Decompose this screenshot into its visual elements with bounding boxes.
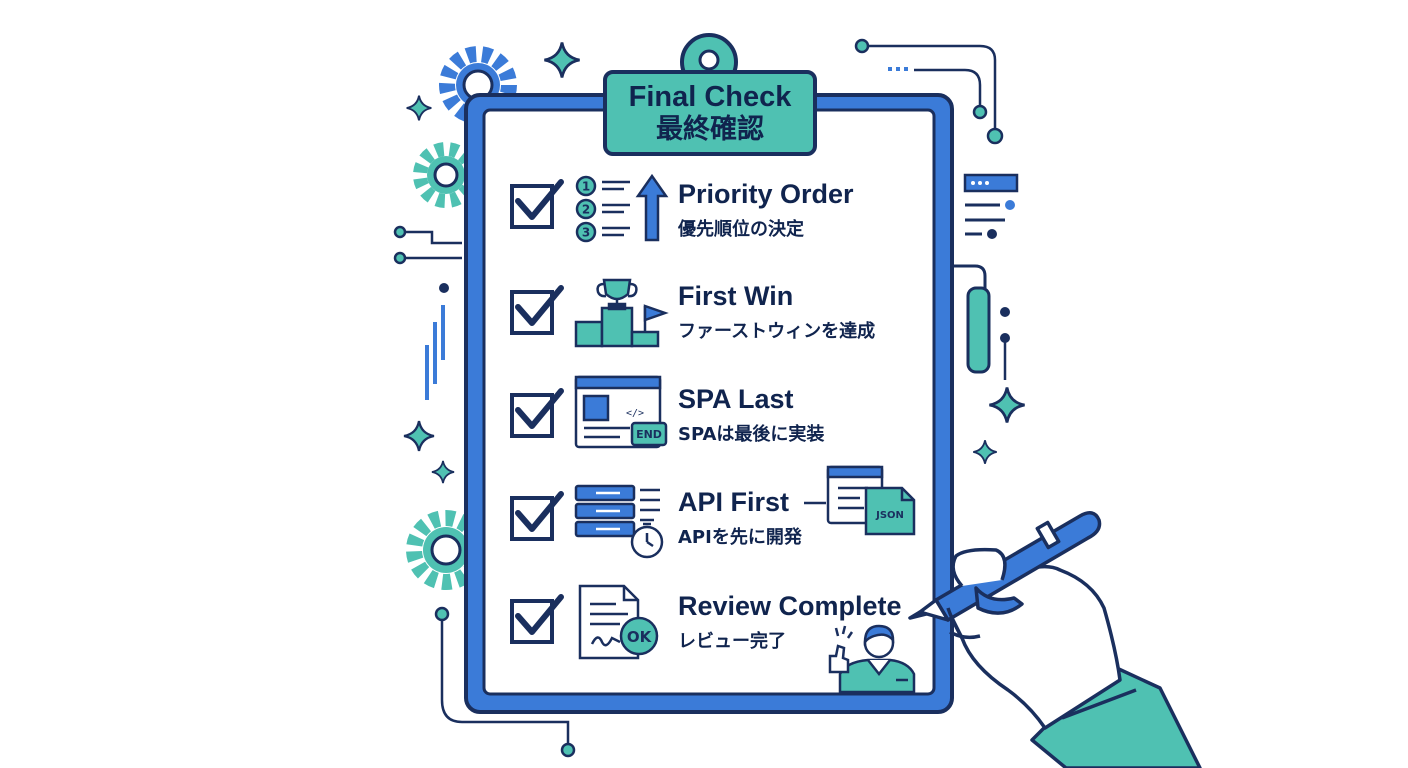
item-subtitle: SPAは最後に実装 — [678, 424, 825, 445]
circuit-dots — [393, 38, 1004, 758]
list-item: Review Complete レビュー完了 — [678, 591, 902, 653]
item-subtitle: 優先順位の決定 — [678, 219, 804, 240]
page-title: Final Check 最終確認 — [603, 70, 817, 156]
window-widget — [963, 173, 1019, 239]
end-badge-text: END — [636, 428, 662, 441]
circuit-lines — [400, 44, 1007, 746]
svg-text:3: 3 — [582, 226, 590, 240]
ok-badge-text: OK — [627, 628, 653, 646]
numbered-list-up-arrow-icon: 1 2 3 — [575, 173, 669, 243]
list-item: API First APIを先に開発 — [678, 487, 802, 549]
item-title: First Win — [678, 281, 794, 311]
item-subtitle: レビュー完了 — [678, 631, 786, 652]
item-title: Review Complete — [678, 591, 902, 621]
item-title: API First — [678, 487, 790, 517]
checkbox-checked — [510, 285, 564, 335]
server-stack-stopwatch-icon — [574, 484, 664, 559]
signed-document-ok-icon: OK — [578, 584, 659, 660]
browser-window-end-icon: </> END — [574, 375, 668, 449]
title-english: Final Check — [628, 81, 792, 114]
reviewer-thumbs-up-avatar — [828, 624, 916, 694]
item-title: SPA Last — [678, 384, 794, 414]
checkbox-checked — [510, 594, 564, 644]
clipboard — [464, 33, 954, 714]
checkbox-checked — [510, 491, 564, 541]
svg-text:2: 2 — [582, 203, 590, 217]
item-subtitle: APIを先に開発 — [678, 527, 802, 548]
list-item: Priority Order 優先順位の決定 — [678, 179, 854, 241]
list-item: First Win ファーストウィンを達成 — [678, 281, 875, 343]
json-badge-text: JSON — [875, 510, 904, 521]
code-window-json-icon: JSON — [804, 465, 916, 536]
dash-lines — [425, 67, 1010, 400]
title-japanese: 最終確認 — [656, 113, 764, 145]
trophy-podium-flag-icon — [574, 278, 669, 348]
item-subtitle: ファーストウィンを達成 — [678, 321, 876, 342]
item-title: Priority Order — [678, 179, 854, 209]
checkbox-checked — [510, 388, 564, 438]
checkbox-checked — [510, 179, 564, 229]
hand-holding-pen-icon — [908, 511, 1202, 768]
svg-text:1: 1 — [582, 180, 590, 194]
side-tab — [950, 264, 991, 374]
list-item: SPA Last SPAは最後に実装 — [678, 384, 824, 446]
svg-text:</>: </> — [626, 408, 644, 419]
